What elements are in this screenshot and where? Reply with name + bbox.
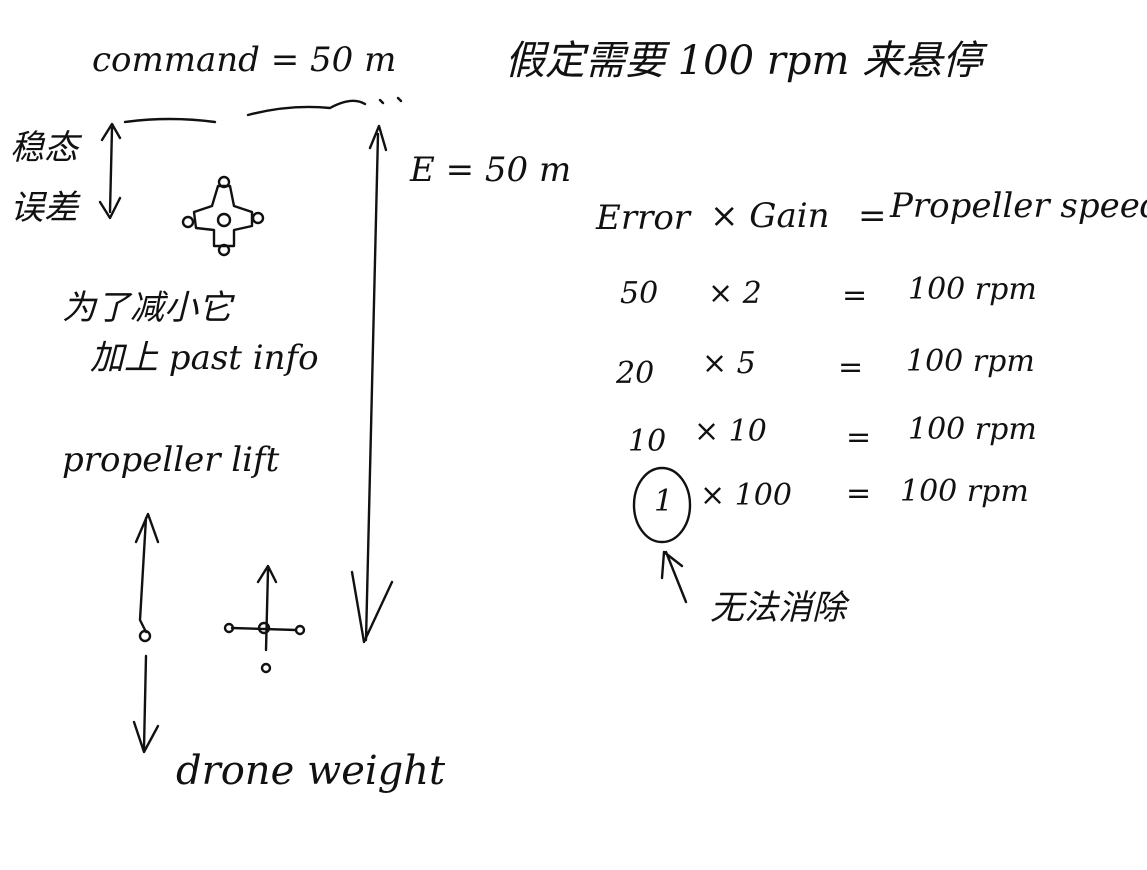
row-2-gain: × 5 [702,346,756,381]
row-2-error: 20 [616,356,655,391]
row-3-eq: = [846,420,872,455]
drone-icon-top [181,175,265,257]
header-error: Error [596,198,691,238]
reduce-note-line-2: 加上 past info [90,338,319,378]
row-1-speed: 100 rpm [908,272,1037,307]
weight-arrow [132,654,160,754]
hover-assumption-title: 假定需要 100 rpm 来悬停 [505,38,983,84]
row-1-gain: × 2 [708,276,762,311]
header-gain: × Gain [710,196,830,236]
reduce-note-line-1: 为了减小它 [62,288,232,328]
row-2-eq: = [838,350,864,385]
row-1-eq: = [842,278,868,313]
header-propeller-speed: Propeller speed [890,186,1147,226]
row-2-speed: 100 rpm [906,344,1035,379]
row-4-eq: = [846,476,872,511]
steady-error-arrow [98,122,122,220]
row-4-error: 1 [654,484,674,519]
cannot-eliminate-label: 无法消除 [710,588,846,628]
row-1-error: 50 [620,276,659,311]
steady-error-label-1: 稳态 [10,128,78,168]
drone-icon-bottom [223,564,306,674]
lift-arrow [134,512,160,634]
lift-node [138,629,152,643]
pointer-arrow [660,550,688,604]
row-4-speed: 100 rpm [900,474,1029,509]
circle-around-one [632,466,692,544]
propeller-lift-label: propeller lift [62,440,280,480]
command-wavy-line [123,96,403,124]
row-4-gain: × 100 [700,478,792,513]
drone-weight-label: drone weight [176,748,446,794]
row-3-gain: × 10 [694,414,767,449]
steady-error-label-2: 误差 [10,188,78,228]
error-value-label: E = 50 m [410,150,572,190]
error-double-arrow [350,124,394,644]
header-equals: = [858,196,887,236]
row-3-speed: 100 rpm [908,412,1037,447]
row-3-error: 10 [628,424,667,459]
command-label: command = 50 m [92,40,397,80]
